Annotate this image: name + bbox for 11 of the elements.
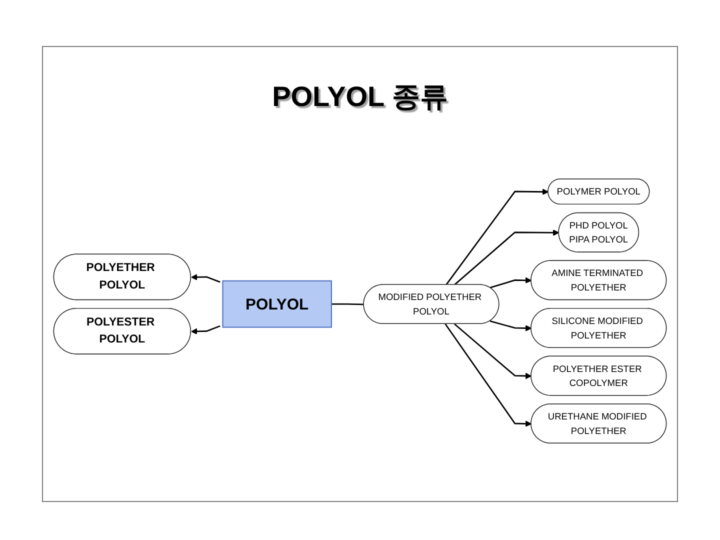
arrow [454,323,532,380]
arrow [446,188,549,286]
arrow [490,320,532,332]
arrow [190,274,220,283]
connector [331,303,364,306]
arrow [490,277,532,288]
node-box: POLYOL [222,280,332,328]
arrow [444,324,532,427]
title: POLYOL 종류 [272,81,448,112]
arrow [190,325,220,334]
arrow [454,230,560,286]
